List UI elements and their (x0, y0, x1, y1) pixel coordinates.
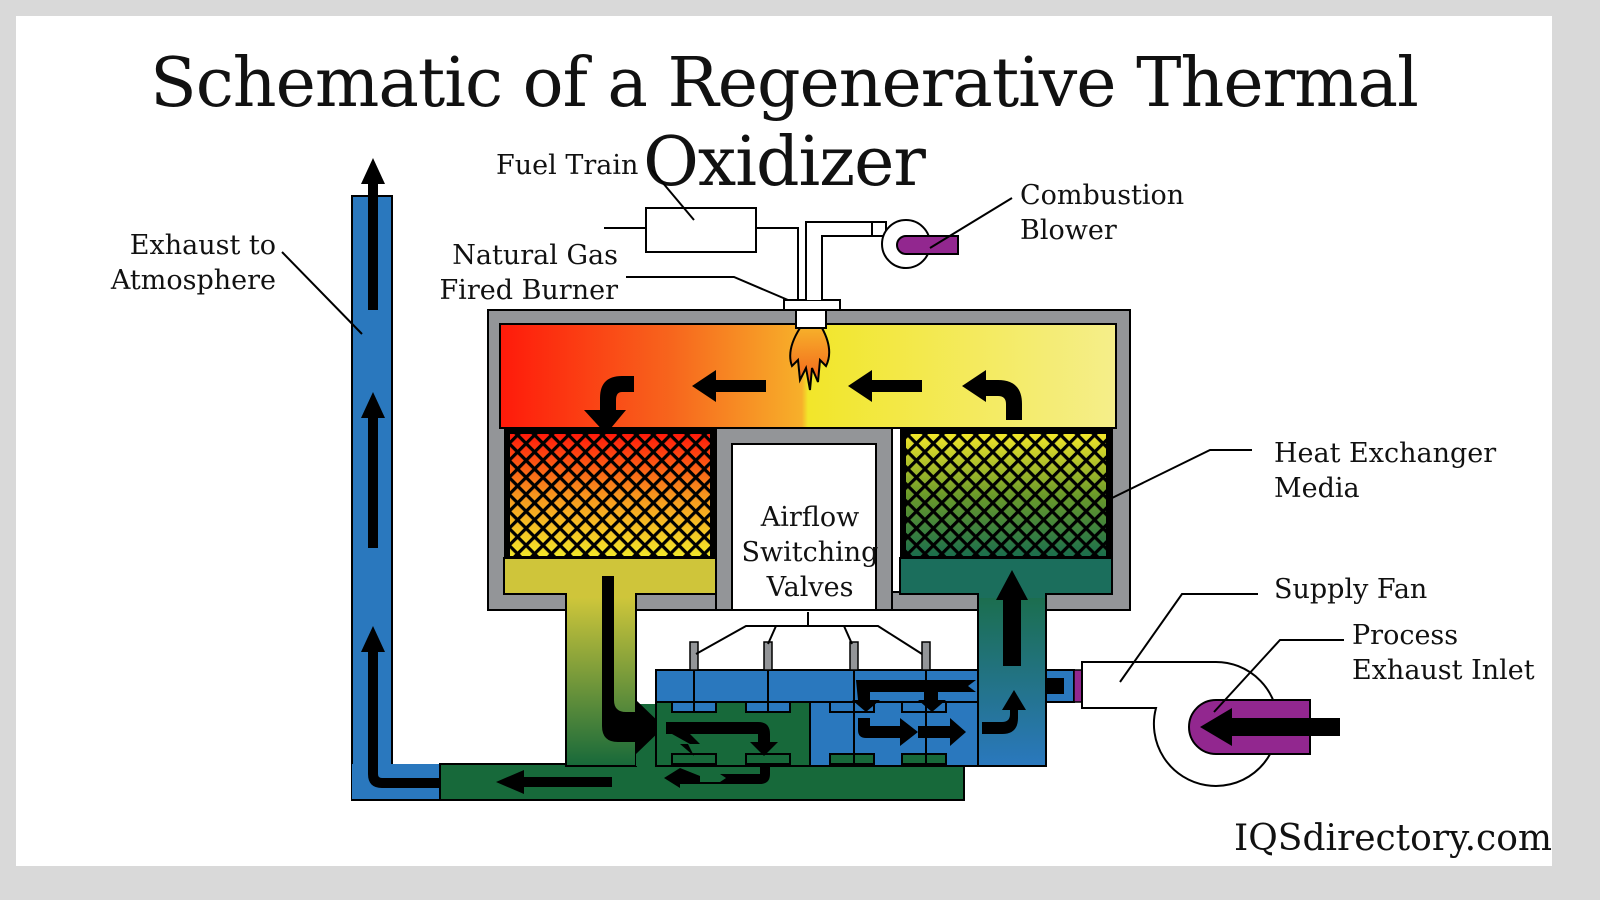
left-duct (565, 576, 664, 767)
right-duct (977, 570, 1047, 767)
label-exhaust-to-atmosphere: Exhaust to Atmosphere (110, 230, 276, 296)
diagram-title: Schematic of a Regenerative Thermal Oxid… (150, 44, 1419, 202)
burner-flame-icon (789, 327, 831, 391)
fuel-train-box (645, 207, 757, 253)
label-combustion-blower: Combustion Blower (1020, 180, 1185, 246)
airflow-switching-valves (655, 612, 979, 788)
label-heat-exchanger-media: Heat Exchanger Media (1274, 438, 1497, 504)
exhaust-arrow-bottom (361, 626, 442, 788)
flow-arrows (584, 370, 1022, 434)
supply-fan (1045, 593, 1344, 787)
label-process-exhaust-inlet: Process Exhaust Inlet (1352, 620, 1535, 686)
label-supply-fan: Supply Fan (1274, 574, 1428, 605)
label-airflow-switching-valves: Airflow Switching Valves (741, 502, 879, 603)
label-fuel-train: Fuel Train (496, 150, 639, 181)
combustion-blower-icon (896, 235, 959, 255)
exhaust-stack (351, 158, 442, 801)
exhaust-arrow-mid (361, 392, 385, 548)
burner-assembly (604, 169, 1013, 391)
label-natural-gas-burner: Natural Gas Fired Burner (439, 240, 618, 306)
inlet-arrow (1200, 708, 1340, 746)
brand-watermark: IQSdirectory.com (1234, 818, 1552, 859)
exhaust-arrow-top (361, 158, 385, 310)
